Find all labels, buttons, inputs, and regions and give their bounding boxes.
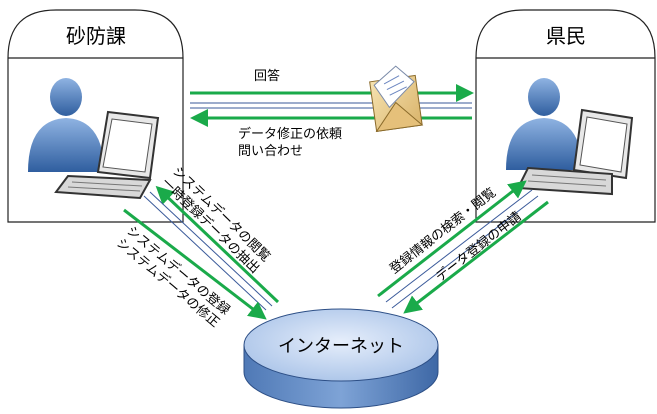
label-answer: 回答 (254, 68, 280, 84)
person-icon (28, 78, 104, 172)
envelope-icon (369, 65, 424, 133)
laptop-icon (54, 110, 160, 200)
right-up-arrow (377, 180, 527, 298)
left-down-arrow (123, 208, 267, 320)
right-down-arrow (403, 200, 549, 314)
internet-label: インターネット (278, 336, 404, 357)
label-right-up: 登録情報の検索・閲覧 (387, 184, 499, 277)
label-request-1: データ修正の依頼 (238, 126, 342, 142)
cylinder-icon (243, 308, 439, 409)
person-icon (506, 78, 582, 170)
left-box-title: 砂防課 (66, 24, 126, 48)
left-up-arrow (155, 185, 280, 304)
right-box-title: 県民 (546, 24, 586, 48)
label-request-2: 問い合わせ (238, 144, 303, 159)
label-left-down-2: システムデータの修正 (113, 235, 223, 331)
